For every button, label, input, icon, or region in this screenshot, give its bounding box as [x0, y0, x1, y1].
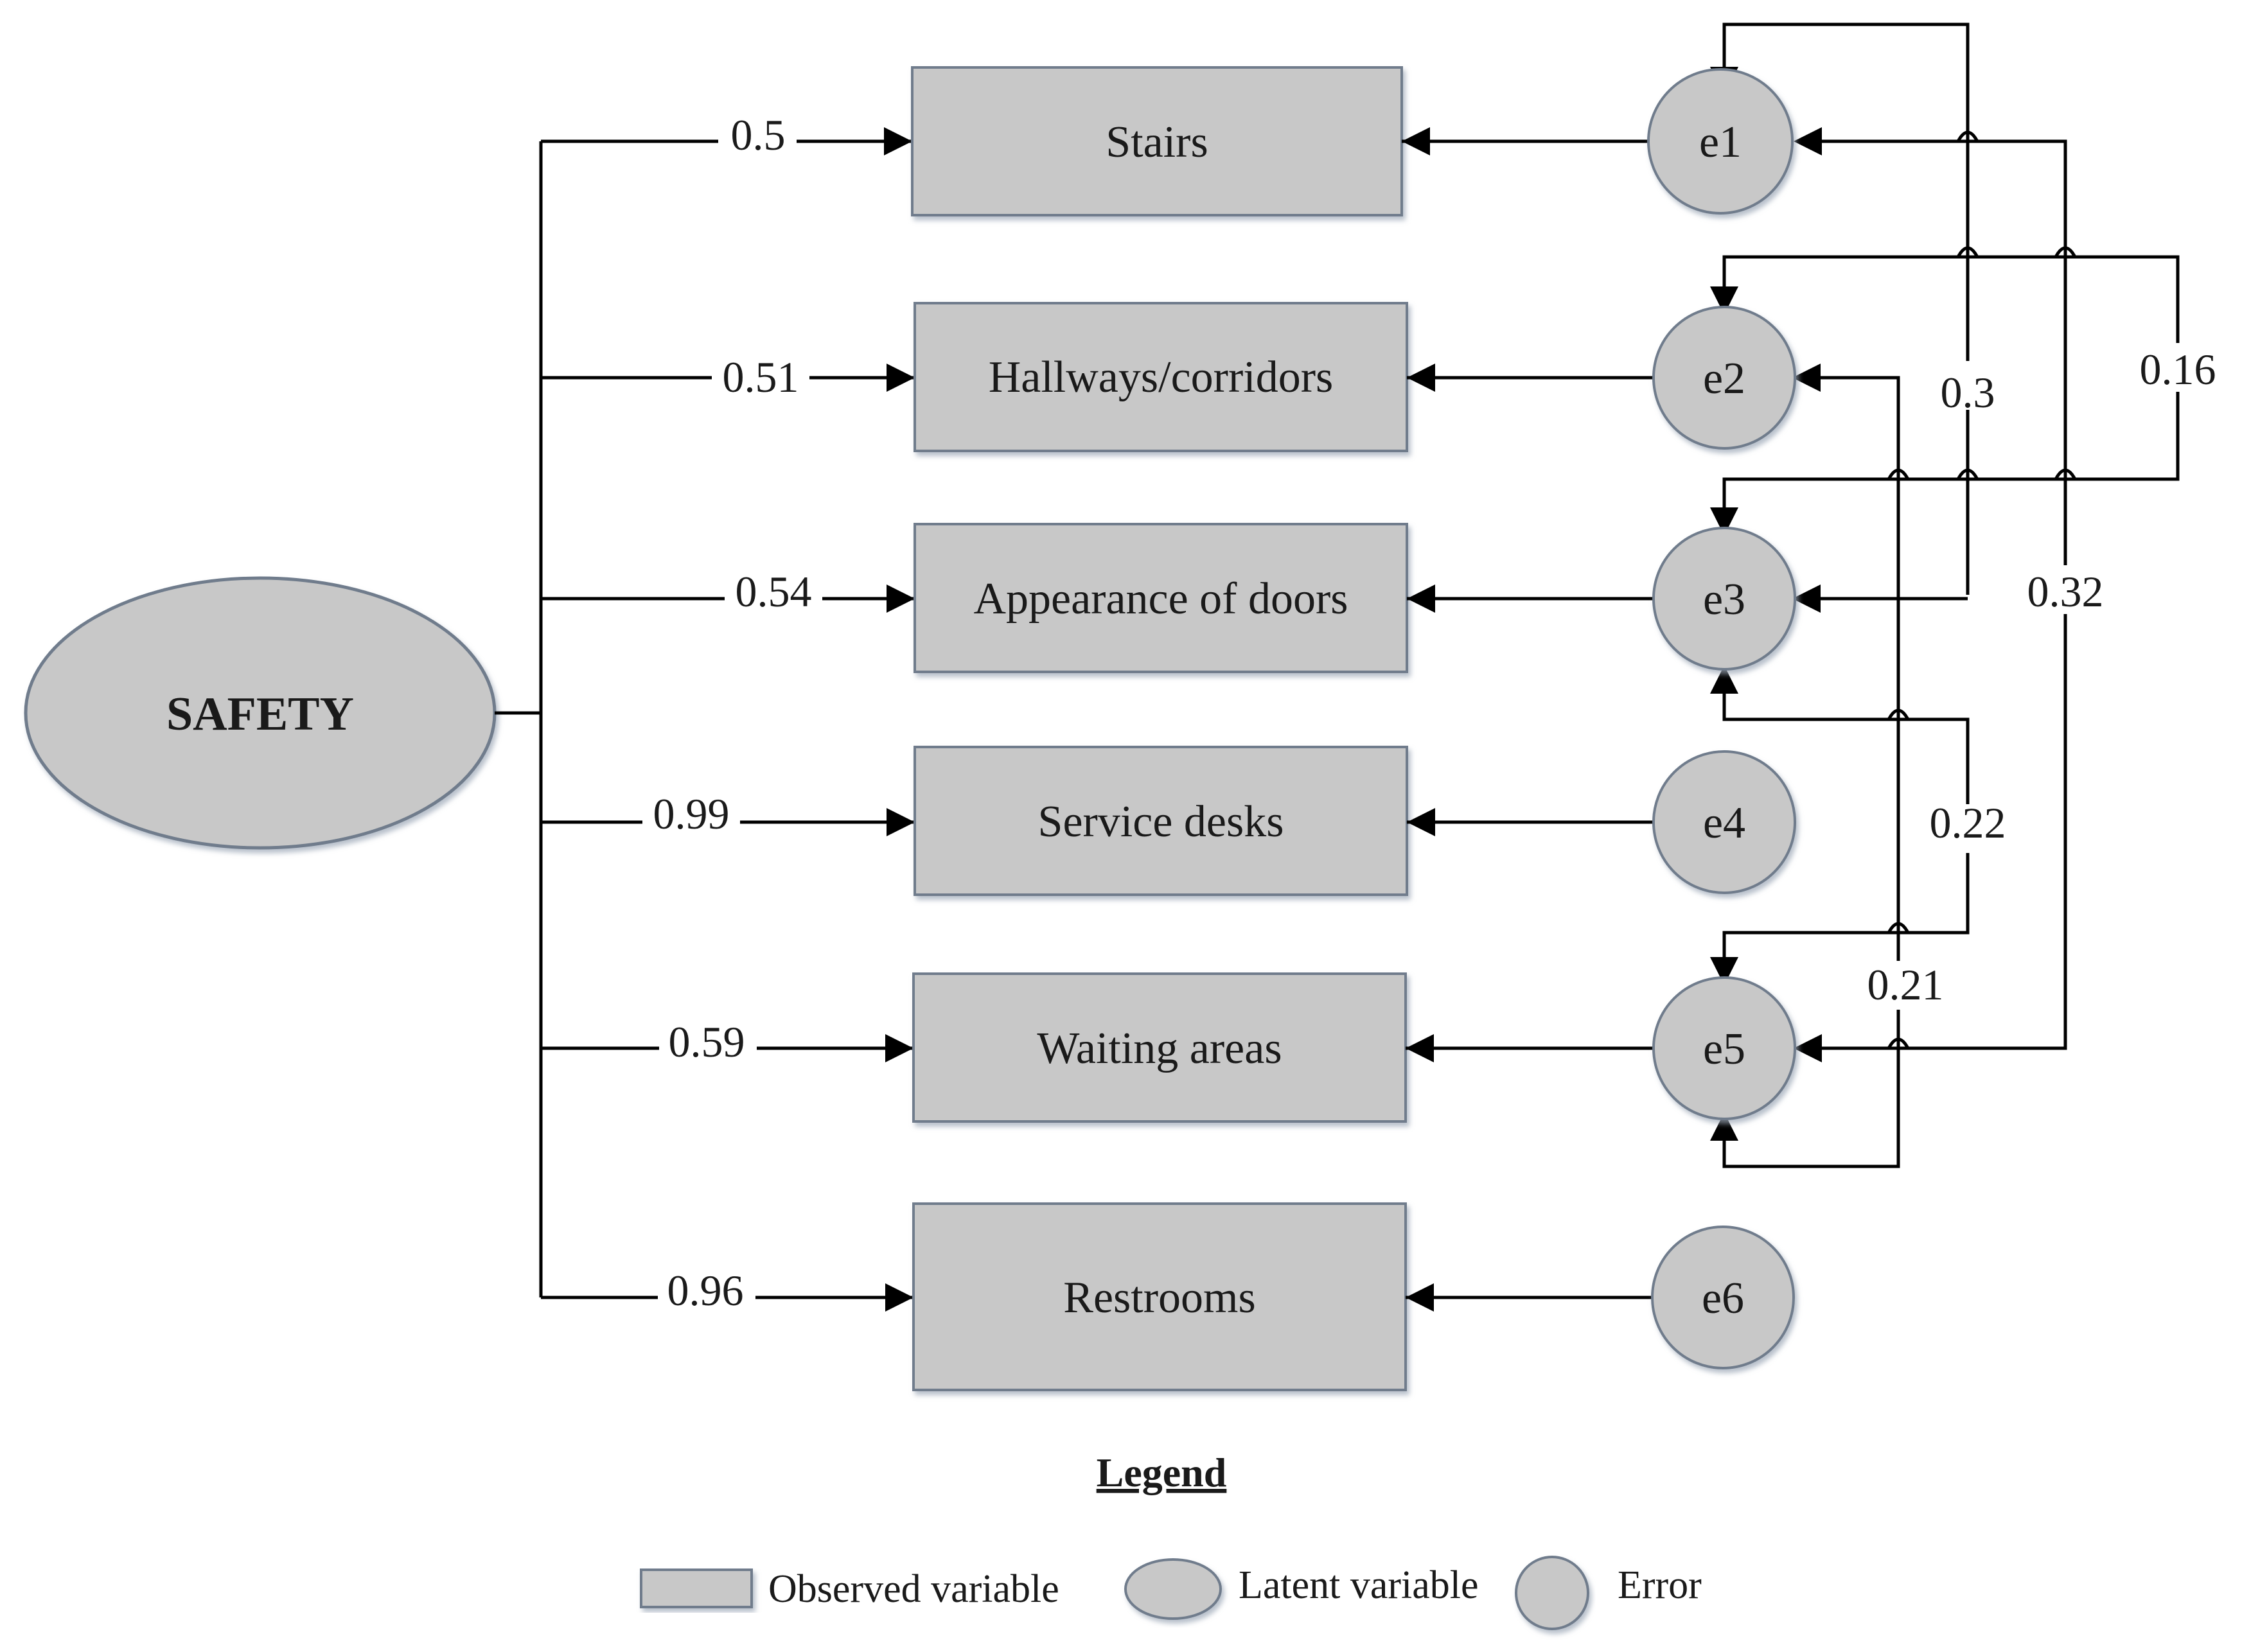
legend-error-swatch: [1515, 1556, 1589, 1630]
error-circle-e2: [1652, 306, 1796, 450]
loading-coef-stairs: 0.5: [731, 110, 786, 159]
error-circle-e5: [1652, 976, 1796, 1120]
observed-label-hallways: Hallways/corridors: [989, 353, 1334, 402]
cov-label-e2-e5: 0.21: [1867, 960, 1944, 1009]
cov-line-e1-e3: [1722, 22, 1970, 595]
cov-label-e2-e3: 0.16: [2140, 345, 2216, 394]
observed-box-restrooms: [912, 1202, 1407, 1391]
cov-label-e3-e5: 0.22: [1930, 798, 2006, 847]
observed-label-restrooms: Restrooms: [1063, 1273, 1255, 1322]
observed-label-stairs: Stairs: [1106, 118, 1208, 167]
cov-arrowhead-e3-top: [1710, 507, 1738, 536]
legend-latent-label: Latent variable: [1239, 1563, 1479, 1607]
cov-arrowhead-e1-right: [1794, 127, 1822, 155]
observed-box-service-desks: [914, 746, 1408, 896]
error-label-e2: e2: [1703, 354, 1745, 403]
error-label-e4: e4: [1703, 798, 1745, 848]
legend-title: Legend: [1097, 1450, 1227, 1495]
cov-line-e2-e5: [1722, 376, 1900, 1168]
observed-label-doors: Appearance of doors: [973, 574, 1348, 624]
legend-observed-swatch: [640, 1569, 753, 1608]
loading-coef-restrooms: 0.96: [667, 1266, 744, 1315]
error-circle-e3: [1652, 527, 1796, 671]
loading-coef-hallways: 0.51: [723, 353, 799, 401]
cov-label-e1-e3: 0.3: [1941, 368, 1995, 417]
cov-arrowhead-e3-right-a: [1792, 584, 1821, 613]
cov-arrowhead-e5-right: [1794, 1034, 1822, 1062]
observed-label-waiting-areas: Waiting areas: [1037, 1024, 1282, 1073]
loading-coef-waiting-areas: 0.59: [669, 1017, 745, 1066]
error-label-e6: e6: [1702, 1274, 1744, 1323]
crossing-hops: [1887, 130, 2077, 1050]
cov-arrowhead-e2-top: [1710, 286, 1738, 315]
latent-safety-label: SAFETY: [166, 688, 354, 741]
loading-spine: [495, 141, 543, 1297]
loading-coef-doors: 0.54: [736, 567, 812, 616]
observed-box-hallways: [914, 302, 1408, 452]
error-label-e5: e5: [1703, 1024, 1745, 1074]
cov-arrowhead-e5-bottom: [1710, 1112, 1738, 1141]
error-circle-e6: [1651, 1226, 1795, 1369]
cov-arrowhead-e3-bottom: [1710, 665, 1738, 694]
observed-label-service-desks: Service desks: [1038, 797, 1284, 847]
loading-coef-service-desks: 0.99: [653, 789, 730, 838]
cov-arrowhead-e5-top: [1710, 957, 1738, 985]
observed-box-waiting-areas: [912, 972, 1407, 1123]
observed-box-doors: [914, 523, 1408, 673]
error-circle-e4: [1652, 750, 1796, 894]
error-circle-e1: [1647, 68, 1794, 215]
cov-arrowhead-e2-right: [1792, 364, 1821, 392]
legend-latent-swatch: [1124, 1558, 1222, 1620]
error-label-e1: e1: [1699, 118, 1742, 167]
cov-label-e1-e5: 0.32: [2027, 567, 2104, 616]
legend-error-label: Error: [1618, 1563, 1702, 1607]
legend-observed-label: Observed variable: [768, 1567, 1059, 1611]
error-label-e3: e3: [1703, 575, 1745, 624]
